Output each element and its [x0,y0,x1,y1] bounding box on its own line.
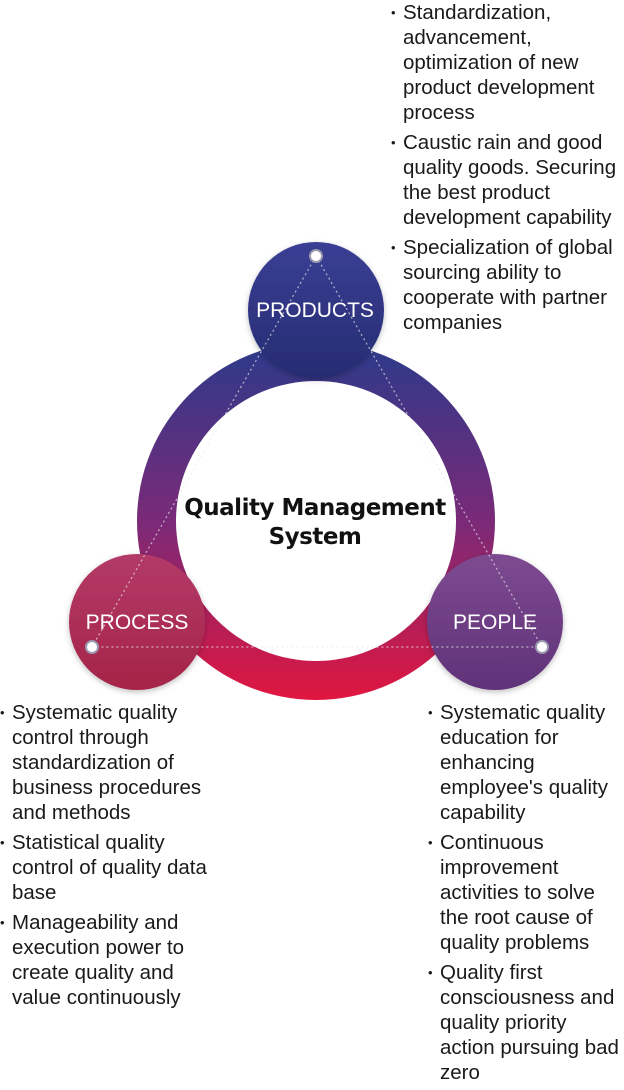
people-bullet: Quality first consciousness and quality … [428,960,624,1085]
process-marker-dot [85,640,99,654]
center-title-line2: System [268,524,362,550]
connector-triangle [90,254,544,648]
center-title-line1: Quality Management [184,495,446,521]
people-bullet: Continuous improvement activities to sol… [428,830,624,955]
inner-disc [176,381,456,661]
node-people [427,554,563,690]
products-bullet-list: Standardization, advancement, optimizati… [391,0,621,340]
process-label: PROCESS [86,611,189,634]
products-bullet: Standardization, advancement, optimizati… [391,0,621,125]
process-bullet: Systematic quality control through stand… [0,700,228,825]
people-label: PEOPLE [453,611,537,634]
products-bullet: Specialization of global sourcing abilit… [391,235,621,335]
center-title: Quality Management System [165,494,465,552]
products-bullet: Caustic rain and good quality goods. Sec… [391,130,621,230]
products-circle [248,242,384,378]
people-bullet: Systematic quality education for enhanci… [428,700,624,825]
people-marker-dot [535,640,549,654]
node-products [248,242,384,378]
process-circle [69,554,205,690]
process-bullet-list: Systematic quality control through stand… [0,700,228,1015]
connector-triangle-shadow [91,254,543,648]
people-bullet-list: Systematic quality education for enhanci… [428,700,624,1090]
people-circle [427,554,563,690]
process-bullet: Manageability and execution power to cre… [0,910,228,1010]
node-process [69,554,205,690]
process-bullet: Statistical quality control of quality d… [0,830,228,905]
products-label: PRODUCTS [256,299,374,322]
products-marker-dot [309,249,323,263]
